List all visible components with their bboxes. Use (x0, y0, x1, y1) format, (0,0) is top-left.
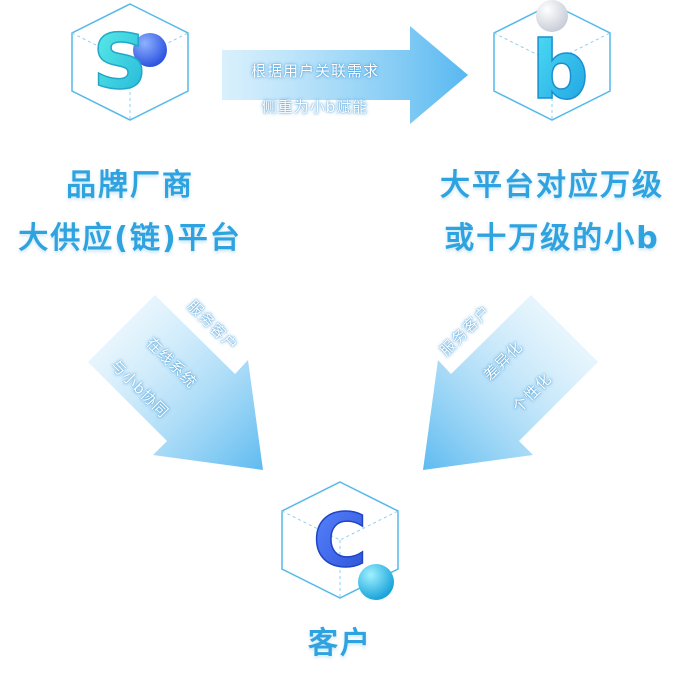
sphere-icon (358, 564, 394, 600)
sphere-icon (536, 0, 568, 32)
cube-brand: S (71, 3, 189, 121)
letter-b-icon: b (531, 24, 588, 117)
cube-customer: C (281, 481, 399, 600)
arrow-top (222, 26, 468, 124)
cube-platform: b (493, 0, 611, 121)
node-brand-subtitle: 大供应(链)平台 (18, 221, 242, 256)
arrow-left (88, 295, 263, 470)
node-brand-title: 品牌厂商 (66, 168, 194, 203)
edge-top-line2: 侧重为小b赋能 (261, 98, 369, 116)
edge-top-line1: 根据用户关联需求 (250, 62, 379, 80)
sphere-icon (133, 33, 167, 67)
letter-c-icon: C (313, 498, 367, 584)
arrow-right (423, 295, 598, 470)
node-platform-subtitle: 或十万级的小b (444, 221, 660, 256)
letter-s-icon: S (93, 17, 148, 106)
node-customer-title: 客户 (308, 626, 372, 661)
node-platform-title: 大平台对应万级 (440, 168, 664, 203)
